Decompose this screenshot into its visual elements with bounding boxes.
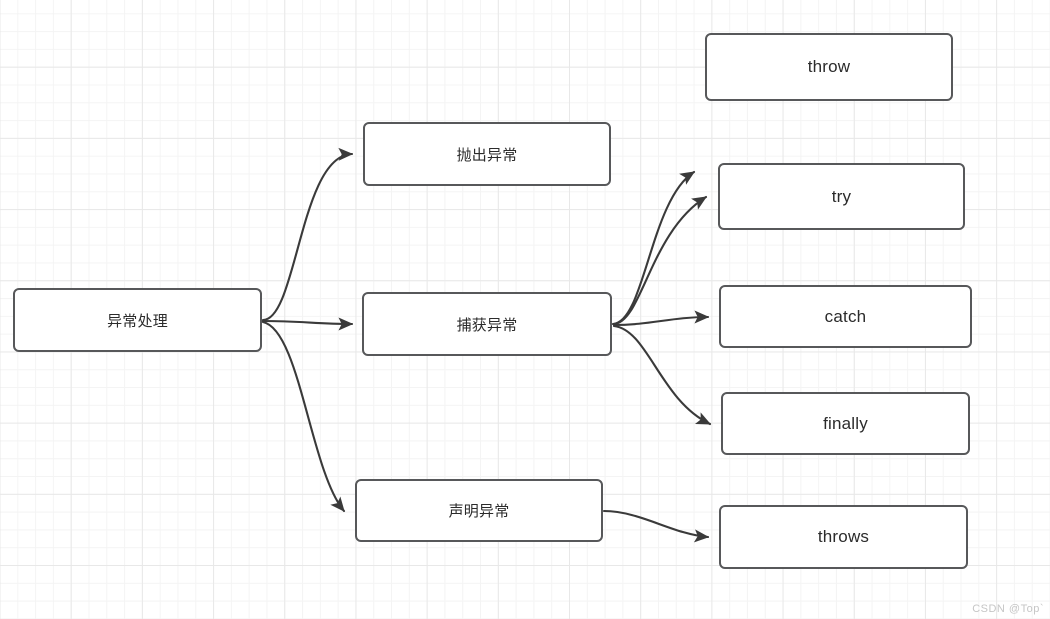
edge-declex-to-throws <box>602 509 710 543</box>
edge-root-to-throwex <box>261 147 354 322</box>
node-throwex[interactable]: 抛出异常 <box>363 122 611 186</box>
node-try[interactable]: try <box>718 163 965 230</box>
edge-root-to-declex <box>261 320 346 513</box>
node-catch[interactable]: catch <box>719 285 972 348</box>
edge-catchex-to-try <box>612 195 708 326</box>
node-throw[interactable]: throw <box>705 33 953 101</box>
node-root[interactable]: 异常处理 <box>13 288 262 352</box>
edge-root-to-catchex <box>261 317 354 331</box>
edge-catchex-to-catch <box>612 310 710 327</box>
node-catchex[interactable]: 捕获异常 <box>362 292 612 356</box>
watermark: CSDN @Top` <box>972 603 1044 615</box>
edge-catchex-to-throw <box>611 170 696 326</box>
node-declex[interactable]: 声明异常 <box>355 479 603 542</box>
node-finally[interactable]: finally <box>721 392 970 455</box>
node-throws[interactable]: throws <box>719 505 968 569</box>
edge-catchex-to-finally <box>612 324 712 426</box>
